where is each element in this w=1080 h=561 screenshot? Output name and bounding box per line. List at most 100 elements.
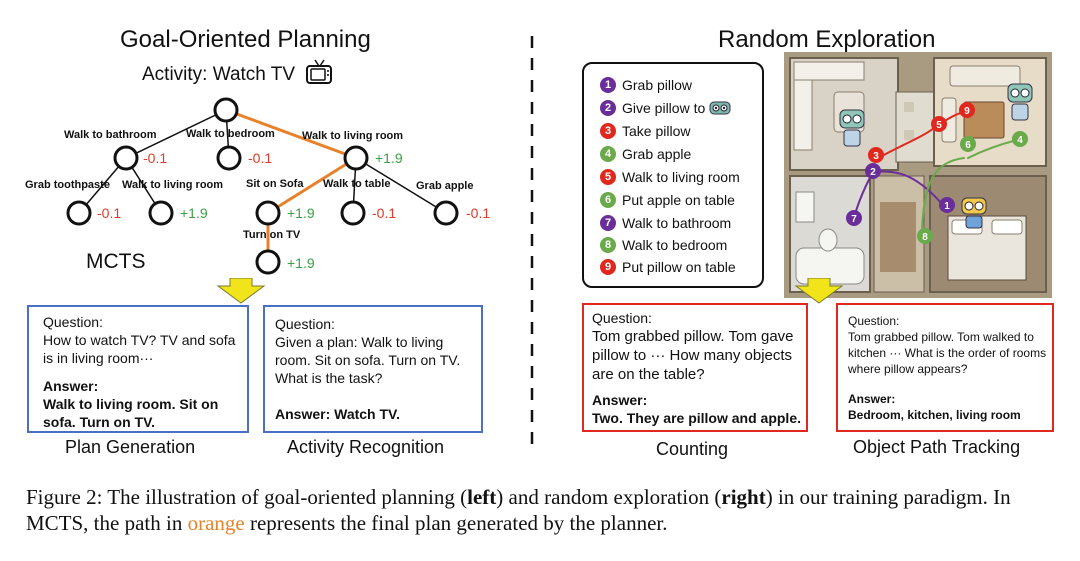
- object-path-tracking-caption: Object Path Tracking: [853, 437, 1021, 457]
- edge-label-bedroom: Walk to bedroom: [186, 128, 275, 140]
- legend-item-3: 3 Take pillow: [600, 123, 690, 139]
- plan-question-label: Question:: [43, 314, 103, 330]
- caption-right: right: [721, 485, 766, 509]
- robot-icon: [1007, 83, 1033, 121]
- legend-text: Put pillow on table: [622, 259, 736, 275]
- step-badge: 6: [600, 192, 616, 208]
- score-bathroom: -0.1: [143, 150, 168, 166]
- score-apple: -0.1: [466, 205, 491, 221]
- tree-node-toothpaste: [66, 200, 92, 226]
- action-legend: 1 Grab pillow 2 Give pillow to 3 Take pi…: [582, 62, 764, 288]
- map-step-7: 7: [851, 214, 857, 225]
- edge-label-sofa: Sit on Sofa: [246, 178, 304, 190]
- object-path-tracking-box: Question: Tom grabbed pillow. Tom walked…: [836, 303, 1054, 432]
- legend-item-8: 8 Walk to bedroom: [600, 237, 727, 253]
- activity-answer: Answer: Watch TV.: [275, 406, 400, 422]
- caption-lead: Figure 2:: [26, 485, 103, 509]
- tracking-answer: Bedroom, kitchen, living room: [848, 408, 1021, 422]
- map-step-5: 5: [936, 120, 942, 131]
- edge-label-toothpaste: Grab toothpaste: [25, 179, 110, 191]
- tree-node-bath-living: [148, 200, 174, 226]
- map-step-9: 9: [964, 106, 970, 117]
- mcts-label: MCTS: [86, 250, 146, 273]
- right-panel-title: Random Exploration: [718, 26, 936, 53]
- legend-text: Put apple on table: [622, 192, 735, 208]
- legend-item-4: 4 Grab apple: [600, 146, 691, 162]
- edge-label-living-room: Walk to living room: [302, 130, 404, 142]
- figure-caption: Figure 2: The illustration of goal-orien…: [26, 484, 1060, 536]
- plan-generation-caption: Plan Generation: [65, 437, 196, 457]
- tree-node-table: [340, 200, 366, 226]
- panel-divider: [530, 36, 534, 448]
- caption-part2: ) and random exploration (: [496, 485, 722, 509]
- counting-answer-label: Answer:: [592, 392, 648, 408]
- floor-plan-map: 1 2 3 4 5 6 7 8 9: [784, 52, 1052, 298]
- map-step-4: 4: [1017, 135, 1023, 146]
- plan-answer: Walk to living room. Sit on sofa. Turn o…: [43, 396, 219, 430]
- legend-text: Take pillow: [622, 123, 691, 139]
- step-badge: 2: [600, 100, 616, 116]
- edge-label-bathroom: Walk to bathroom: [64, 129, 157, 141]
- activity-label: Activity: Watch TV: [142, 64, 296, 85]
- edge-label-bath-living: Walk to living room: [122, 179, 224, 191]
- legend-item-2: 2 Give pillow to: [600, 100, 731, 116]
- activity-question: Given a plan: Walk to living room. Sit o…: [275, 334, 461, 386]
- step-badge: 8: [600, 237, 616, 253]
- step-badge: 9: [600, 259, 616, 275]
- activity-question-label: Question:: [275, 316, 335, 332]
- score-toothpaste: -0.1: [97, 205, 122, 221]
- tree-node-turn-on-tv: [255, 249, 281, 275]
- caption-part3: ) in our training paradigm. In MCTS, the…: [26, 485, 1011, 535]
- legend-text: Grab pillow: [622, 77, 693, 93]
- tv-icon: [306, 59, 332, 84]
- map-step-1: 1: [944, 201, 950, 212]
- legend-item-5: 5 Walk to living room: [600, 169, 740, 185]
- left-panel-title: Goal-Oriented Planning: [120, 26, 371, 53]
- counting-box: Question: Tom grabbed pillow. Tom gave p…: [582, 303, 808, 432]
- step-badge: 3: [600, 123, 616, 139]
- map-step-6: 6: [965, 140, 971, 151]
- edge-label-table: Walk to table: [323, 178, 391, 190]
- score-table: -0.1: [372, 205, 397, 221]
- counting-answer: Two. They are pillow and apple.: [592, 410, 801, 426]
- tracking-question: Tom grabbed pillow. Tom walked to kitche…: [848, 330, 1047, 376]
- down-arrow-icon: [794, 278, 844, 304]
- legend-item-7: 7 Walk to bathroom: [600, 215, 731, 231]
- step-badge: 7: [600, 215, 616, 231]
- legend-item-1: 1 Grab pillow: [600, 77, 692, 93]
- tree-node-apple: [433, 200, 459, 226]
- score-sofa: +1.9: [287, 205, 315, 221]
- counting-question-label: Question:: [592, 310, 652, 326]
- activity-recognition-box: Question: Given a plan: Walk to living r…: [263, 305, 483, 433]
- down-arrow-icon: [216, 278, 266, 304]
- tree-node-living-room: [343, 145, 369, 171]
- score-turn-on-tv: +1.9: [287, 255, 315, 271]
- plan-generation-box: Question: How to watch TV? TV and sofa i…: [27, 305, 249, 433]
- counting-question: Tom grabbed pillow. Tom gave pillow to ·…: [592, 328, 794, 383]
- tree-node-sofa: [255, 200, 281, 226]
- tree-node-bedroom: [216, 145, 242, 171]
- caption-part1: The illustration of goal-oriented planni…: [102, 485, 468, 509]
- tree-node-root: [213, 97, 239, 123]
- edge-label-turn-on-tv: Turn on TV: [243, 229, 301, 241]
- mcts-tree: [66, 97, 459, 275]
- caption-left: left: [467, 485, 497, 509]
- legend-text: Walk to bedroom: [622, 237, 728, 253]
- robot-icon: [839, 109, 865, 147]
- map-step-8: 8: [922, 232, 928, 243]
- caption-orange: orange: [187, 511, 245, 535]
- counting-caption: Counting: [656, 439, 729, 459]
- legend-text: Grab apple: [622, 146, 692, 162]
- legend-item-9: 9 Put pillow on table: [600, 259, 736, 275]
- robot-icon: [709, 101, 731, 115]
- tree-node-bathroom: [113, 145, 139, 171]
- score-living-room: +1.9: [375, 150, 403, 166]
- plan-question: How to watch TV? TV and sofa is in livin…: [43, 332, 236, 366]
- map-step-3: 3: [873, 151, 879, 162]
- plan-answer-label: Answer:: [43, 378, 99, 394]
- legend-item-6: 6 Put apple on table: [600, 192, 735, 208]
- step-badge: 4: [600, 146, 616, 162]
- legend-text: Give pillow to: [622, 100, 706, 116]
- edge-label-apple: Grab apple: [416, 180, 474, 192]
- step-badge: 5: [600, 169, 616, 185]
